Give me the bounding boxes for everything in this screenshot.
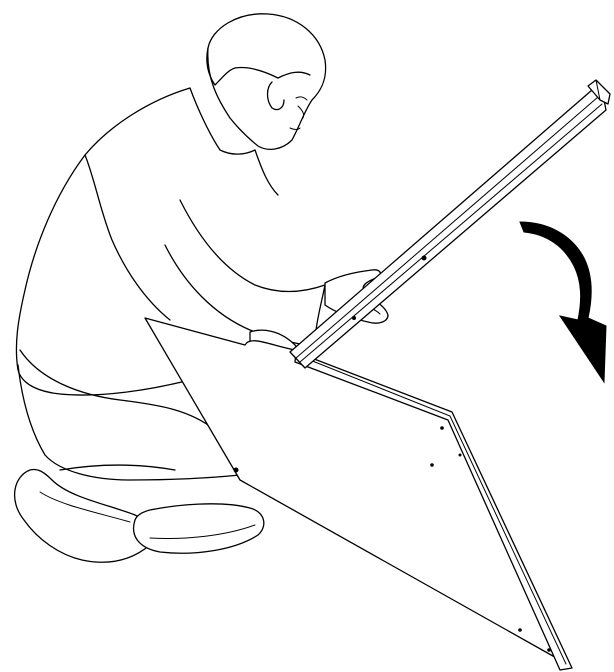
panel-hole bbox=[234, 468, 239, 473]
panel-hole bbox=[459, 454, 462, 457]
rear-shoe bbox=[15, 469, 154, 562]
long-rail bbox=[290, 80, 610, 368]
panel-hole bbox=[547, 648, 551, 652]
head bbox=[208, 14, 326, 150]
panel bbox=[145, 318, 572, 670]
rail-hole bbox=[352, 316, 356, 320]
panel-hole bbox=[430, 463, 434, 467]
panel-hole bbox=[518, 628, 522, 632]
rail-hole bbox=[422, 256, 427, 261]
panel-hole bbox=[440, 426, 444, 430]
right-arm bbox=[180, 200, 325, 291]
rotation-arrow-icon bbox=[520, 222, 606, 382]
panel-face bbox=[145, 318, 560, 660]
